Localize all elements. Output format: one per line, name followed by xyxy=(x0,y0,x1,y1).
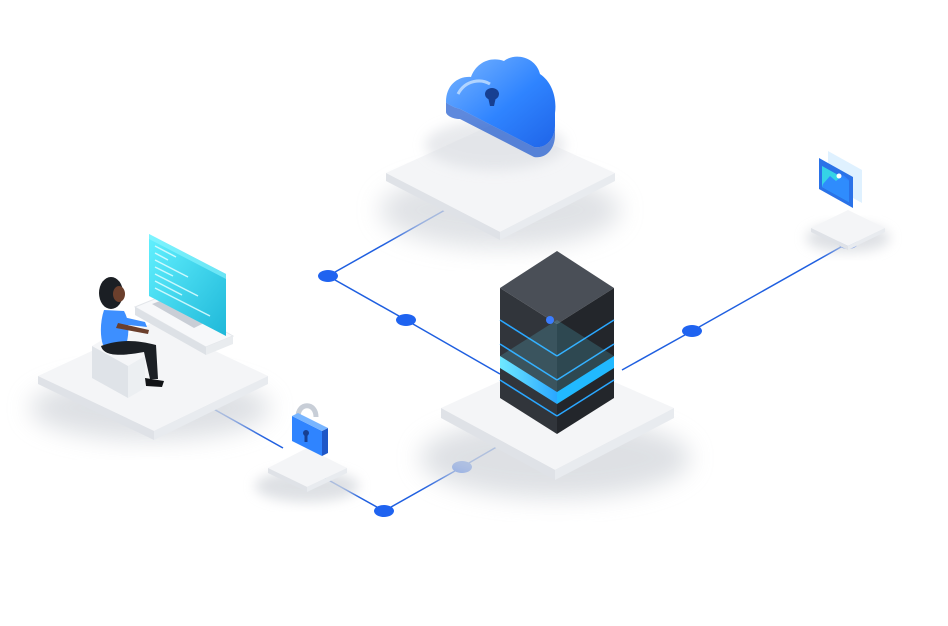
connector-server-to-image xyxy=(621,242,849,371)
computer-user-icon xyxy=(92,234,235,398)
image-platform xyxy=(806,210,890,252)
cloud-platform xyxy=(380,120,620,248)
image-preview-icon xyxy=(819,151,862,208)
connector-node xyxy=(396,314,416,326)
connector-node xyxy=(374,505,394,517)
monitor-screen xyxy=(149,234,226,336)
lock-platform xyxy=(255,448,359,502)
server-rack-icon xyxy=(499,251,615,434)
connector-node xyxy=(318,270,338,282)
connector-node xyxy=(682,325,702,337)
person-figure xyxy=(99,277,164,387)
cloud-lock-icon xyxy=(446,56,556,158)
padlock-icon xyxy=(292,403,328,456)
connector-cloud-to-server xyxy=(326,209,501,375)
